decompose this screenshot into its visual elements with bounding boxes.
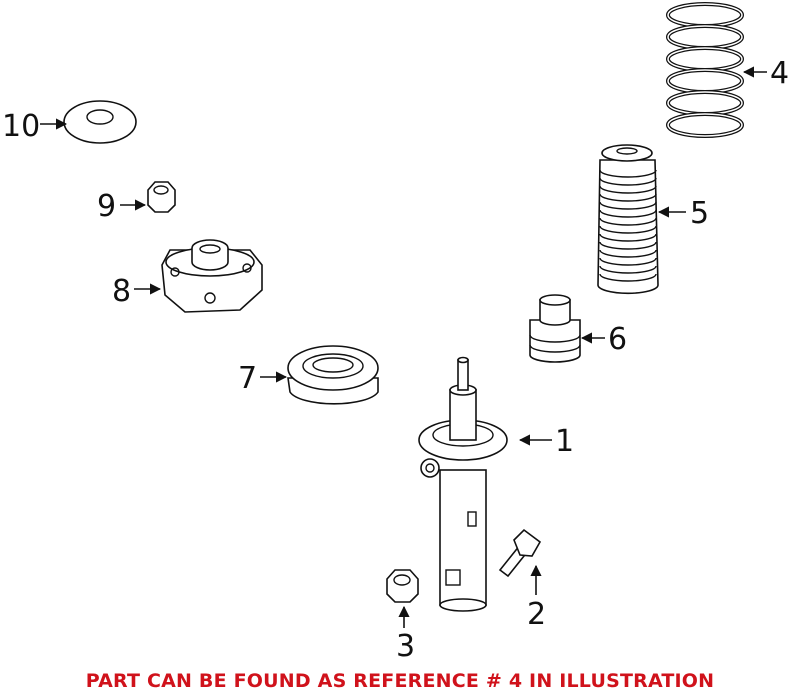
part-1-strut xyxy=(418,356,508,612)
spring-coil xyxy=(667,3,743,27)
boot-rib xyxy=(599,233,657,242)
callout-8: 8 xyxy=(112,274,131,309)
boot-rib xyxy=(599,209,657,218)
boot-rib xyxy=(599,177,657,186)
reference-note: PART CAN BE FOUND AS REFERENCE # 4 IN IL… xyxy=(85,670,715,692)
spring-coil xyxy=(667,113,743,137)
part-7-spring-seat xyxy=(287,345,379,405)
boot-rib xyxy=(599,201,657,210)
boot-rib xyxy=(599,249,657,258)
part-4-coil-spring xyxy=(666,2,744,138)
callout-6: 6 xyxy=(608,322,627,357)
callout-2: 2 xyxy=(527,597,546,632)
spring-coil xyxy=(667,47,743,71)
boot-rib xyxy=(599,217,657,226)
part-2-bolt xyxy=(498,528,542,578)
boot-rib xyxy=(599,193,657,202)
callout-3: 3 xyxy=(396,629,415,664)
spring-coil xyxy=(667,25,743,49)
boot-rib xyxy=(599,257,657,266)
callout-1: 1 xyxy=(555,424,574,459)
boot-rib xyxy=(599,169,657,178)
part-8-strut-mount xyxy=(161,239,263,313)
part-9-nut xyxy=(147,181,176,213)
boot-rib xyxy=(599,225,657,234)
boot-rib xyxy=(599,185,657,194)
callout-5: 5 xyxy=(690,196,709,231)
boot-rib xyxy=(599,273,657,282)
callout-7: 7 xyxy=(238,361,257,396)
callout-9: 9 xyxy=(97,189,116,224)
part-5-dust-boot xyxy=(597,144,659,295)
part-3-nut xyxy=(386,569,419,603)
part-10-washer xyxy=(63,100,137,144)
boot-rib xyxy=(599,265,657,274)
callout-10: 10 xyxy=(2,109,40,144)
spring-coil xyxy=(667,91,743,115)
boot-rib xyxy=(599,241,657,250)
callout-4: 4 xyxy=(770,56,789,91)
part-6-bump-stop xyxy=(529,294,581,363)
spring-coil xyxy=(667,69,743,93)
